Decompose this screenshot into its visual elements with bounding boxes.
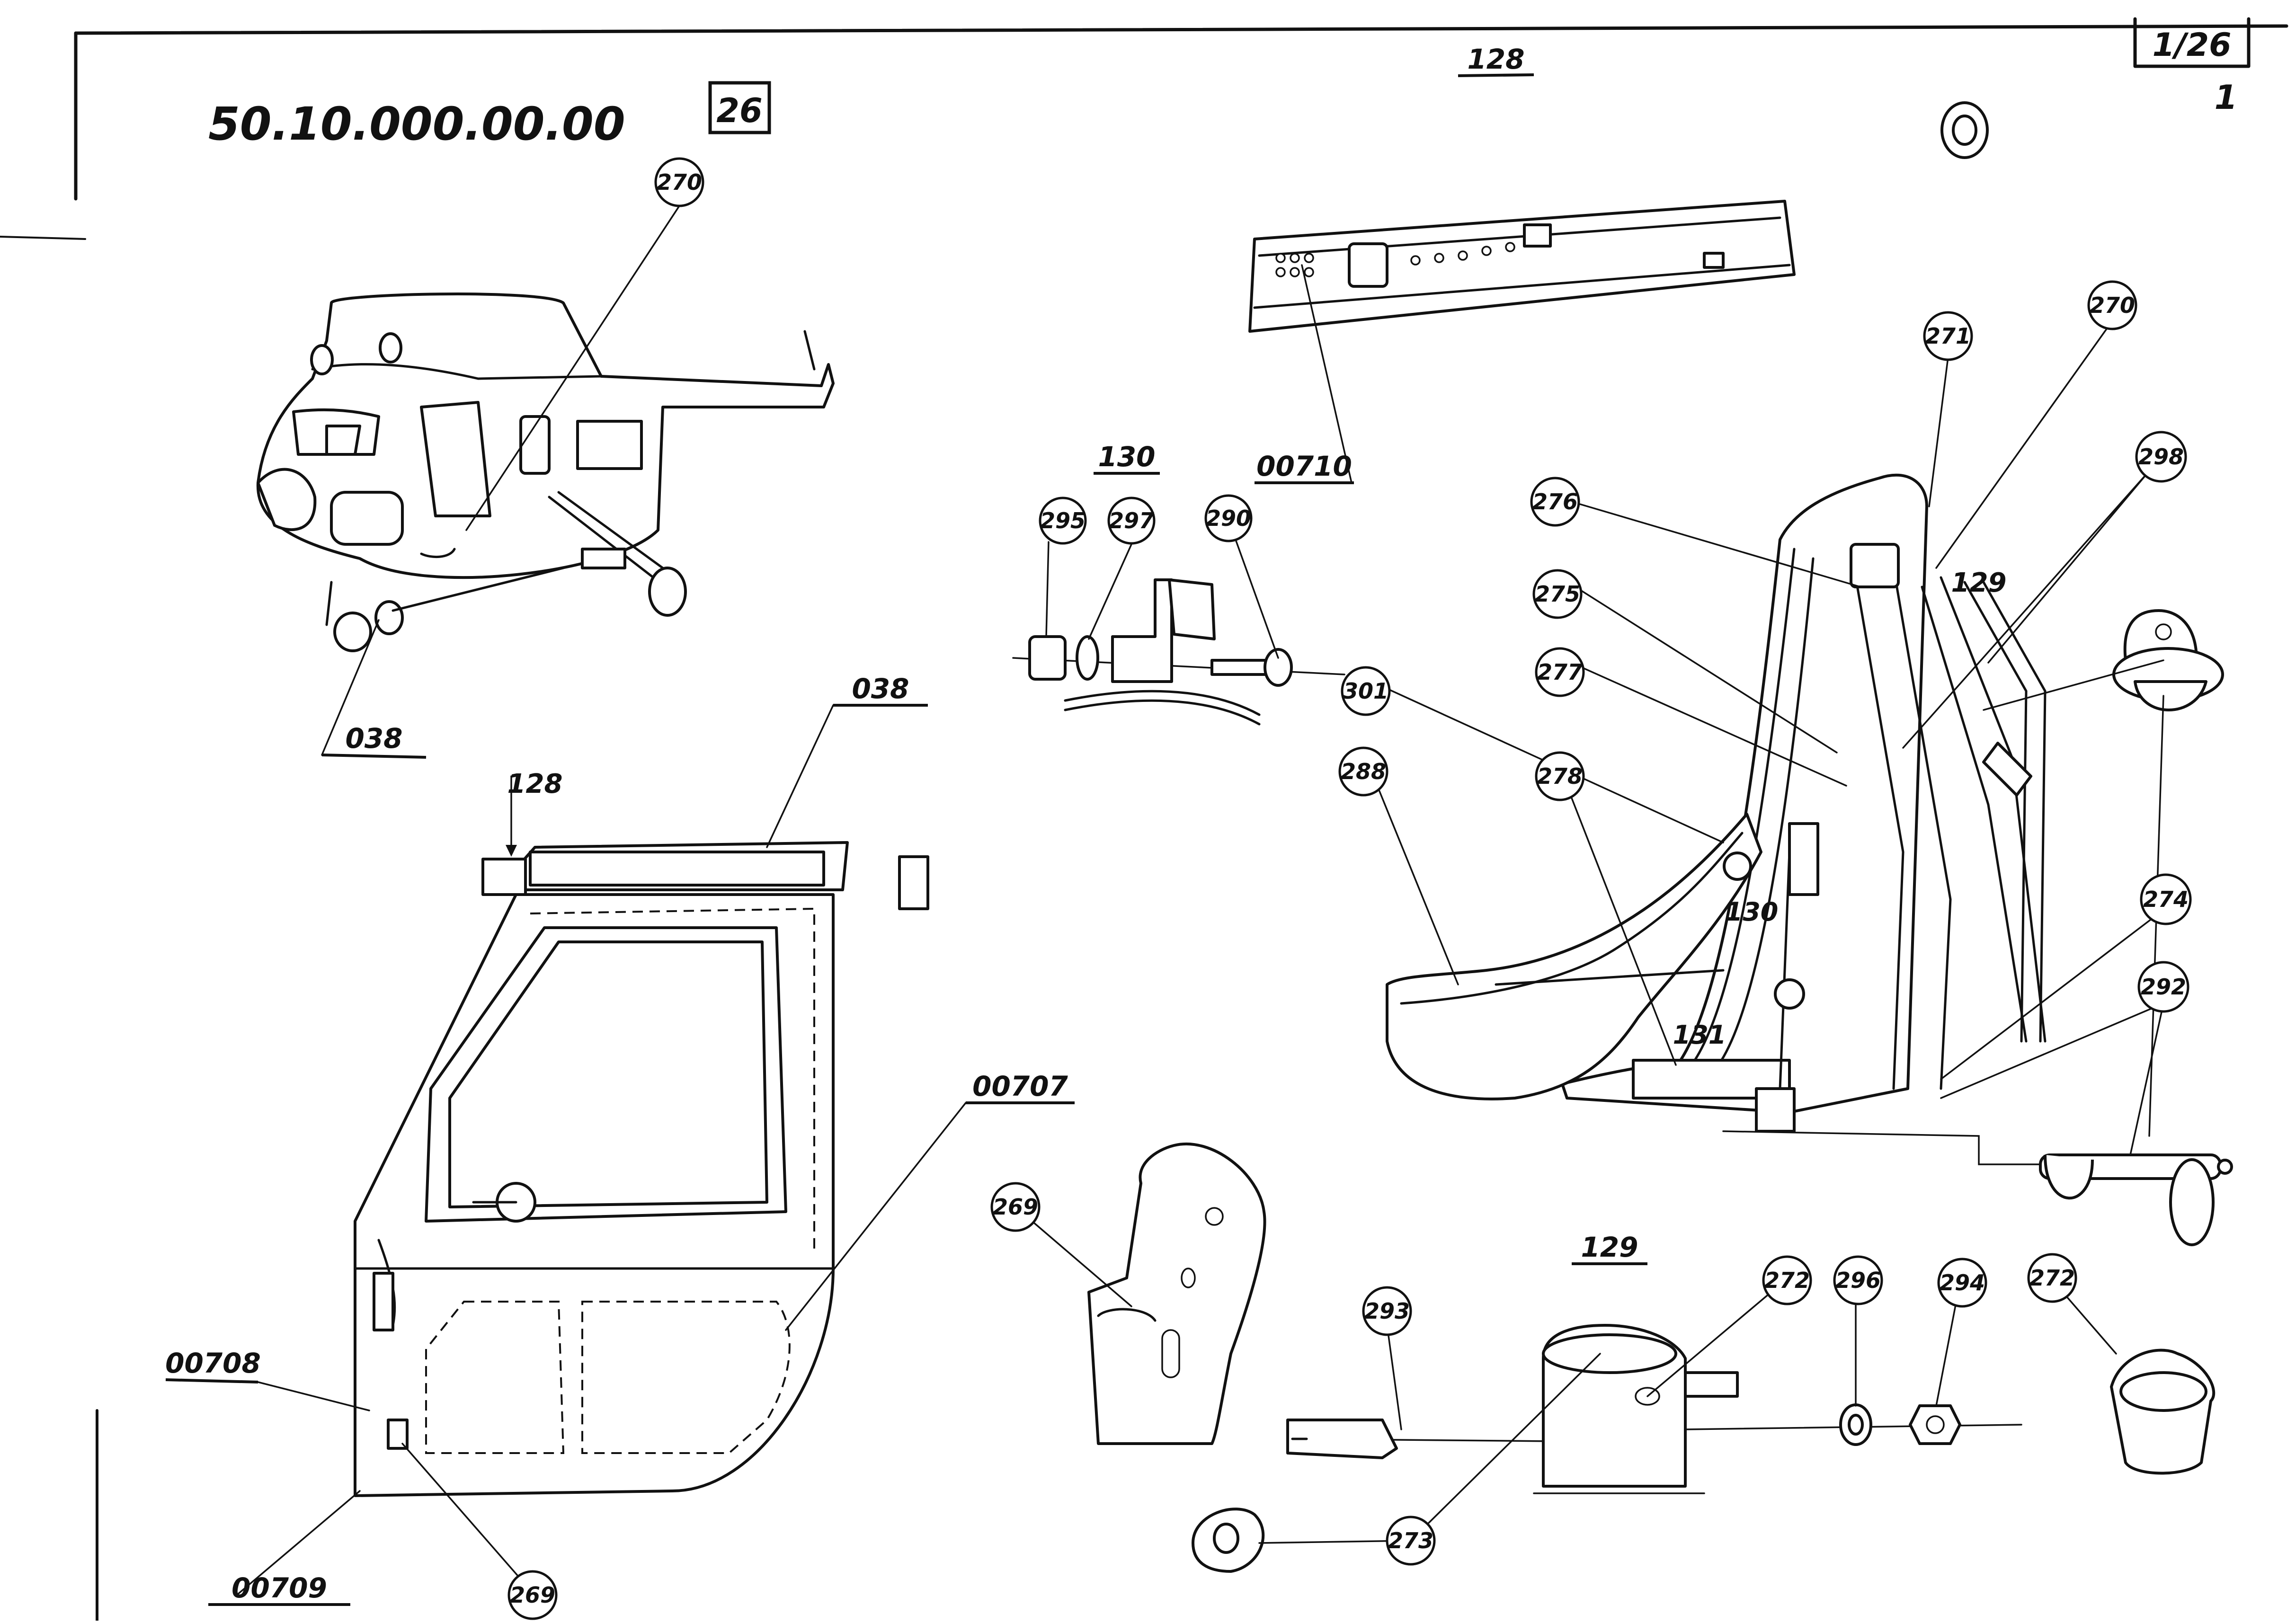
svg-text:276: 276: [1532, 489, 1578, 514]
label-128: 128: [1467, 43, 1524, 75]
svg-text:269: 269: [993, 1194, 1038, 1220]
svg-text:272: 272: [2029, 1265, 2075, 1291]
svg-text:293: 293: [1364, 1298, 1410, 1324]
label-00709: 00709: [231, 1572, 327, 1604]
label-038-door: 038: [852, 673, 909, 705]
label-038-helicopter: 038: [345, 722, 402, 754]
svg-text:277: 277: [1537, 659, 1583, 685]
callout-273: 273: [1386, 1516, 1436, 1566]
section-box-number: 26: [716, 91, 762, 130]
callout-294: 294: [1937, 1258, 1987, 1308]
svg-text:288: 288: [1341, 759, 1386, 784]
svg-text:273: 273: [1388, 1528, 1433, 1553]
callout-292: 292: [2137, 961, 2189, 1013]
fastener-130-detail: [1012, 578, 1345, 726]
callout-270-seat: 270: [2087, 280, 2137, 330]
label-129-inline: 129: [1951, 568, 2007, 598]
label-129: 129: [1581, 1231, 1638, 1263]
label-00708: 00708: [165, 1347, 261, 1379]
pin-292-detail: [1722, 1130, 2233, 1246]
page-reference: 1/26: [2153, 27, 2232, 64]
part-callouts: 270 295 297 290 271 270 298 276 275 277 …: [507, 157, 2192, 1620]
svg-text:301: 301: [1343, 678, 1388, 704]
section-box: [708, 81, 771, 134]
callout-276: 276: [1530, 477, 1580, 527]
title-block: 50.10.000.00.00 26 1/26 1: [208, 17, 2251, 151]
callout-278: 278: [1535, 751, 1585, 801]
bracket-269-detail: [1087, 1142, 1266, 1445]
seat-assembly-detail: [1386, 473, 2047, 1133]
callout-270-helicopter: 270: [654, 157, 704, 207]
sheet-frame: [0, 24, 2288, 1622]
callout-297: 297: [1107, 497, 1156, 545]
callout-293: 293: [1362, 1286, 1412, 1336]
callout-290: 290: [1204, 494, 1253, 542]
assembly-129-detail: [1192, 1324, 2216, 1573]
svg-text:274: 274: [2143, 887, 2189, 912]
page-sub-number: 1: [2215, 78, 2238, 117]
strip-128-detail: [1248, 200, 1796, 333]
callout-301: 301: [1341, 666, 1391, 716]
svg-text:270: 270: [2090, 293, 2135, 318]
callout-275: 275: [1532, 569, 1583, 619]
cap-274-detail: [2112, 609, 2224, 711]
svg-text:295: 295: [1040, 508, 1086, 533]
cabin-door-detail: [354, 775, 929, 1497]
washer-271-detail: [1940, 101, 1989, 159]
callout-269-door: 269: [507, 1570, 558, 1620]
helicopter-overview: [256, 293, 835, 652]
assembly-labels: 128 130 129 038 038 00710 00707 00708 00…: [165, 43, 2006, 1604]
label-128-arrow: 128: [507, 769, 563, 799]
callout-272-b: 272: [2027, 1253, 2077, 1303]
callout-274: 274: [2140, 873, 2192, 925]
svg-text:272: 272: [1764, 1268, 1810, 1293]
svg-text:269: 269: [510, 1582, 555, 1608]
svg-text:275: 275: [1535, 581, 1580, 607]
label-130: 130: [1098, 441, 1155, 473]
callout-272-a: 272: [1762, 1255, 1812, 1305]
label-131-inline: 131: [1673, 1020, 1726, 1050]
callout-288: 288: [1338, 746, 1388, 797]
svg-text:298: 298: [2138, 444, 2184, 470]
svg-text:296: 296: [1835, 1268, 1881, 1293]
callout-269-bracket: 269: [990, 1182, 1041, 1232]
drawing-number: 50.10.000.00.00: [208, 98, 625, 151]
svg-text:270: 270: [657, 169, 702, 195]
callout-277: 277: [1535, 647, 1585, 697]
callout-298: 298: [2135, 431, 2187, 483]
svg-text:271: 271: [1925, 323, 1971, 349]
callout-295: 295: [1039, 497, 1087, 545]
page-ref-box: [2133, 17, 2251, 68]
svg-text:297: 297: [1109, 508, 1154, 533]
label-00710: 00710: [1256, 450, 1352, 482]
callout-271: 271: [1923, 311, 1973, 361]
svg-text:294: 294: [1940, 1270, 1985, 1295]
svg-text:278: 278: [1537, 763, 1583, 789]
label-130-inline: 130: [1725, 897, 1779, 927]
svg-text:292: 292: [2141, 974, 2186, 1000]
label-00707: 00707: [972, 1070, 1068, 1102]
svg-text:290: 290: [1206, 506, 1251, 531]
callout-296: 296: [1833, 1255, 1883, 1305]
